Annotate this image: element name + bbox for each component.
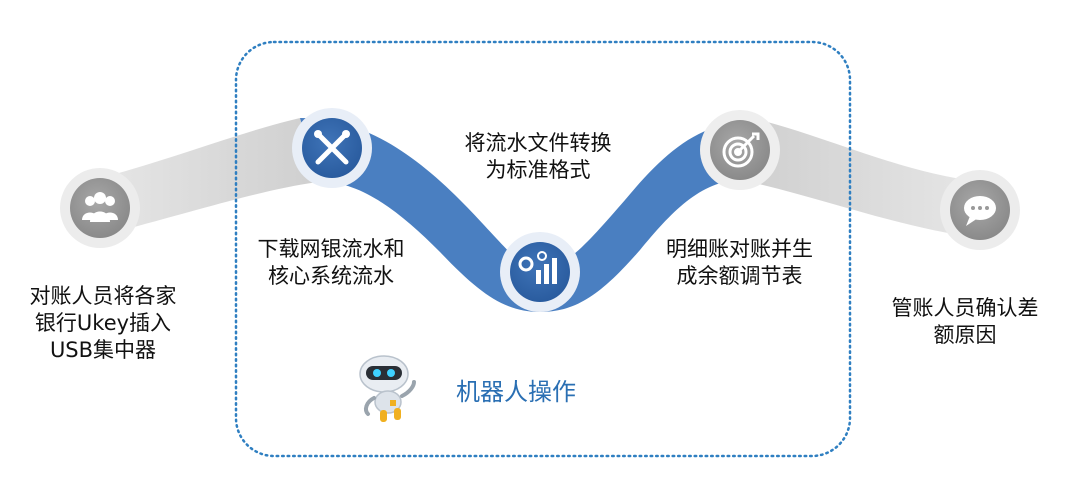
chat-icon (964, 196, 996, 226)
tools-icon (314, 130, 350, 165)
step-2-node (292, 108, 372, 188)
step-2-line-1: 下载网银流水和 (257, 237, 405, 261)
step-1-line-2: 银行Ukey插入 (34, 311, 172, 335)
people-icon (82, 192, 118, 222)
target-icon (722, 132, 760, 168)
chart-gear-icon (518, 251, 557, 284)
right-gray-band (742, 120, 980, 238)
robot-region-border (234, 40, 852, 458)
step-3-label: 将流水文件转换 为标准格式 (448, 130, 628, 184)
step-3-line-2: 为标准格式 (485, 158, 591, 182)
step-1-label: 对账人员将各家 银行Ukey插入 USB集中器 (18, 283, 188, 364)
step-1-line-3: USB集中器 (49, 338, 157, 362)
step-4-node (700, 110, 780, 190)
robot-label: 机器人操作 (456, 378, 576, 406)
step-4-line-1: 明细账对账并生 (666, 237, 813, 261)
step-1-line-1: 对账人员将各家 (29, 284, 177, 308)
robot-illustration (359, 355, 416, 422)
step-5-label: 管账人员确认差 额原因 (870, 295, 1060, 349)
step-3-line-1: 将流水文件转换 (464, 131, 612, 155)
step-1-node (60, 168, 140, 248)
step-5-line-2: 额原因 (933, 323, 997, 347)
step-3-node (500, 232, 580, 312)
blue-wave-band (300, 118, 760, 312)
step-2-label: 下载网银流水和 核心系统流水 (246, 236, 416, 290)
step-5-node (940, 170, 1020, 250)
step-4-label: 明细账对账并生 成余额调节表 (652, 236, 827, 290)
step-5-line-1: 管账人员确认差 (891, 296, 1039, 320)
step-2-line-2: 核心系统流水 (268, 264, 394, 288)
step-4-line-2: 成余额调节表 (676, 264, 803, 288)
left-gray-band (100, 118, 318, 236)
